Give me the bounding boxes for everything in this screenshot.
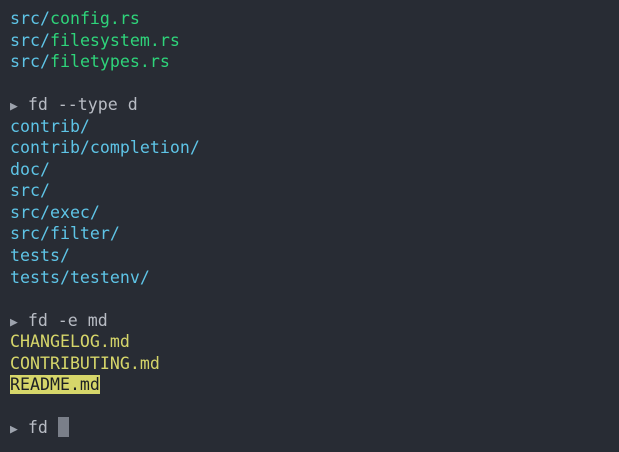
output-line: src/filetypes.rs bbox=[10, 51, 619, 73]
prompt-line: ▶ fd --type d bbox=[10, 94, 619, 116]
output-line: src/config.rs bbox=[10, 8, 619, 30]
path-file: filesystem.rs bbox=[49, 30, 180, 50]
path-file: filetypes.rs bbox=[49, 52, 170, 72]
cursor-block bbox=[57, 417, 69, 438]
prompt-arrow-icon: ▶ bbox=[10, 314, 18, 330]
output-line: CONTRIBUTING.md bbox=[10, 353, 160, 373]
path-dir: src/ bbox=[10, 30, 50, 50]
output-line: doc/ bbox=[10, 159, 50, 179]
command-text: fd --type d bbox=[27, 95, 138, 115]
path-dir: src/ bbox=[10, 9, 50, 28]
prompt-line: ▶ fd -e md bbox=[10, 310, 619, 332]
command-input[interactable]: fd bbox=[27, 418, 58, 438]
output-line: src/filter/ bbox=[10, 224, 120, 244]
output-line: tests/ bbox=[10, 246, 70, 266]
blank-line bbox=[10, 73, 619, 95]
path-file: config.rs bbox=[49, 9, 140, 28]
output-line: src/filesystem.rs bbox=[10, 30, 619, 52]
output-line: tests/testenv/ bbox=[10, 267, 150, 287]
blank-line bbox=[10, 396, 619, 418]
output-line-highlighted: README.md bbox=[10, 374, 619, 396]
output-line: src/exec/ bbox=[10, 202, 100, 222]
output-line: CHANGELOG.md bbox=[10, 332, 130, 352]
highlighted-selection[interactable]: README.md bbox=[10, 375, 100, 395]
active-prompt-line[interactable]: ▶ fd bbox=[10, 417, 619, 439]
output-line: contrib/completion/ bbox=[10, 138, 200, 158]
blank-line bbox=[10, 288, 619, 310]
prompt-arrow-icon: ▶ bbox=[10, 99, 18, 115]
terminal-window[interactable]: src/config.rs src/filesystem.rs src/file… bbox=[0, 0, 619, 439]
command-text: fd -e md bbox=[27, 310, 108, 330]
output-line: src/ bbox=[10, 181, 50, 201]
path-dir: src/ bbox=[10, 52, 50, 72]
prompt-arrow-icon: ▶ bbox=[10, 422, 18, 438]
output-line: contrib/ bbox=[10, 116, 90, 136]
